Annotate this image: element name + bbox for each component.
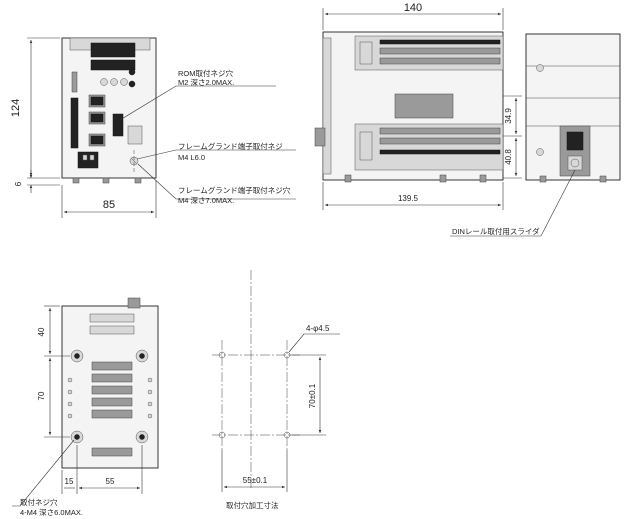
hole-horizontal-dimension: 55±0.1 <box>221 450 288 492</box>
bottom-view <box>61 297 159 469</box>
frame-ground-hole-line1: フレームグランド端子取付ネジ穴 <box>178 185 291 195</box>
side-lower-label: 40.8 <box>504 149 513 165</box>
side-width-label: 140 <box>404 2 422 14</box>
upper-terminal-block <box>354 35 504 71</box>
bottom-left-label: 15 <box>65 477 74 486</box>
hole-vertical-dimension: 70±0.1 <box>290 354 326 436</box>
rotary-switches <box>100 68 136 88</box>
hole-top-left <box>218 351 226 359</box>
front-width-label: 85 <box>103 199 115 211</box>
bottom-top-tab <box>127 297 141 309</box>
power-terminal <box>77 151 99 169</box>
side-tab <box>314 127 326 147</box>
side-upper-dimension: 34.9 <box>503 95 522 137</box>
hole-bottom-left <box>218 431 226 439</box>
bottom-mid-dimension: 70 <box>37 358 70 438</box>
frame-ground-screw-line2: M4 L6.0 <box>178 153 205 162</box>
rom-screw-line2: M2 深さ2.0MAX. <box>178 78 234 87</box>
side-depth-dimension: 139.5 <box>322 182 504 210</box>
bottom-mount-callout: 取付ネジ穴 4-M4 深さ6.0MAX. <box>12 439 83 517</box>
bottom-mid-label: 70 <box>37 391 46 400</box>
hole-label: 4-φ4.5 <box>306 324 330 333</box>
front-small-dimension: 6 <box>14 170 60 193</box>
seven-segment-display <box>90 42 136 71</box>
side-lower-dimension: 40.8 <box>503 138 522 179</box>
ethernet-ports <box>88 94 106 147</box>
indicator-strip <box>71 71 78 93</box>
side-width-dimension: 140 <box>322 2 504 30</box>
din-slider-callout: DINレール取付用スライダ <box>450 169 576 237</box>
front-height-label: 124 <box>10 99 22 117</box>
front-width-dimension: 85 <box>61 180 157 218</box>
front-view <box>61 37 157 184</box>
hole-pattern-title: 取付穴加工寸法 <box>226 500 279 510</box>
lower-terminal-block <box>354 123 504 171</box>
front-cover <box>127 125 143 145</box>
bottom-left-dimension: 15 <box>61 445 143 494</box>
bottom-terminal-rows <box>89 313 135 457</box>
card-slot <box>70 97 79 149</box>
hole-vertical-label: 70±0.1 <box>308 383 317 408</box>
bottom-width-dimension: 55 <box>79 477 140 490</box>
rom-screw-line1: ROM取付ネジ穴 <box>178 68 233 78</box>
side-depth-label: 139.5 <box>398 194 419 203</box>
front-height-dimension: 124 <box>10 37 60 179</box>
rear-view <box>525 33 621 183</box>
side-upper-label: 34.9 <box>504 108 513 124</box>
hole-label-callout: 4-φ4.5 <box>288 324 340 353</box>
side-view <box>314 31 504 183</box>
side-window <box>394 93 454 119</box>
frame-ground-screw-line1: フレームグランド端子取付ネジ <box>178 141 283 151</box>
bottom-mount-holes <box>70 349 149 444</box>
bottom-side-dots <box>67 377 153 419</box>
rom-screw-callout: ROM取付ネジ穴 M2 深さ2.0MAX. <box>119 68 276 121</box>
bottom-mount-line2: 4-M4 深さ6.0MAX. <box>20 508 83 517</box>
front-small-label: 6 <box>14 181 23 186</box>
din-slider-text: DINレール取付用スライダ <box>452 226 540 236</box>
bottom-top-dimension: 40 <box>37 305 70 357</box>
bottom-mount-line1: 取付ネジ穴 <box>20 497 58 507</box>
rom-slot <box>112 113 124 137</box>
frame-ground-hole-line2: M4 深さ7.0MAX. <box>178 196 234 205</box>
bottom-top-label: 40 <box>37 327 46 336</box>
bottom-width-label: 55 <box>106 477 115 486</box>
hole-horizontal-label: 55±0.1 <box>243 476 268 485</box>
hole-pattern <box>212 270 300 488</box>
frame-ground-hole-callout: フレームグランド端子取付ネジ穴 M4 深さ7.0MAX. <box>137 163 296 205</box>
frame-ground-screw-callout: フレームグランド端子取付ネジ M4 L6.0 <box>136 141 296 162</box>
